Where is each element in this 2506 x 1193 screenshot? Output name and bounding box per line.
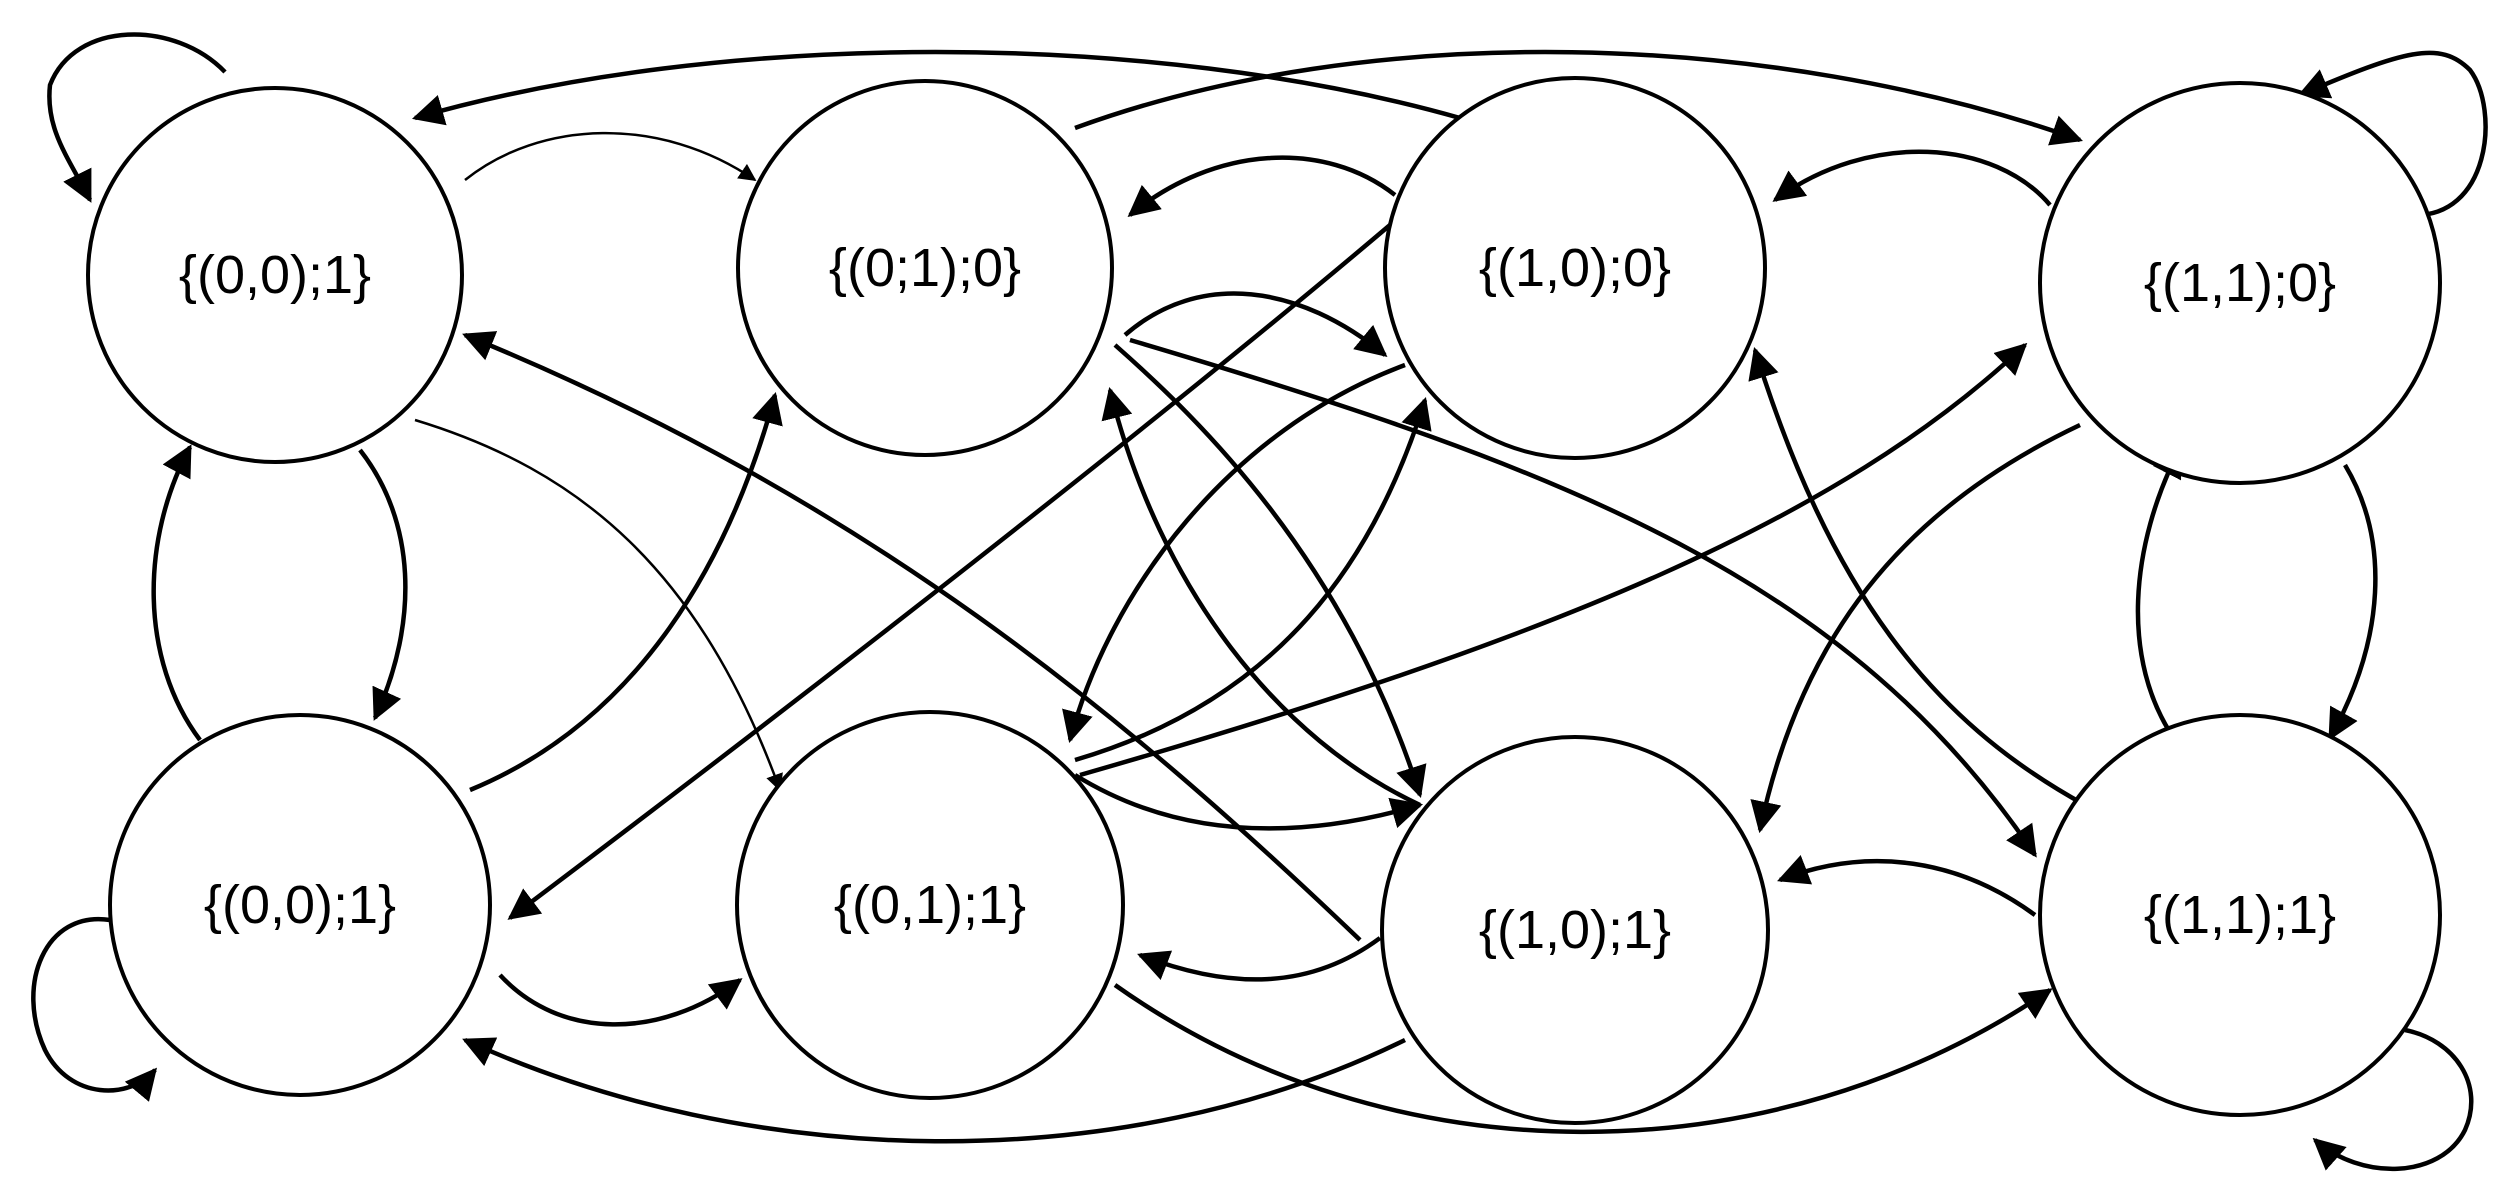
edge-01-1-to-11-0	[1079, 342, 2028, 778]
edge-00-1-top-to-00-1-bottom	[358, 448, 408, 721]
edge-00-1-bottom-to-01-1	[498, 973, 743, 1027]
state-label: {(1,0);1}	[1479, 900, 1671, 960]
edge-11-1-to-10-1	[1777, 855, 2037, 917]
transitions-layer	[31, 32, 2488, 1172]
edge-01-1-to-10-0	[1074, 396, 1432, 763]
edge-self-loop-11-1	[2312, 1027, 2474, 1172]
edge-self-loop-00-1-top	[47, 32, 227, 203]
states-layer: {(0,0);1} {(0;1);0} {(1,0);0} {(1,1);0} …	[86, 76, 2442, 1125]
edge-11-0-to-11-1	[2328, 463, 2378, 741]
edge-00-1-top-to-01-0	[464, 131, 757, 182]
edge-01-1-to-10-1	[1073, 773, 1424, 831]
state-node-00-1-top: {(0,0);1}	[86, 86, 464, 464]
edge-10-0-to-01-1	[1062, 362, 1406, 744]
edge-11-1-to-10-0	[1748, 346, 2087, 807]
edge-10-0-to-00-1-bottom	[507, 223, 1392, 920]
edge-00-1-bottom-to-00-1-top	[151, 444, 202, 742]
edge-11-1-to-11-0	[2135, 445, 2183, 742]
state-node-00-1-bottom: {(0,0);1}	[108, 713, 492, 1097]
edge-10-1-to-01-1	[1137, 936, 1382, 982]
state-node-01-0: {(0;1);0}	[736, 79, 1114, 457]
edge-01-0-to-10-1	[1113, 343, 1427, 799]
state-label: {(0;1);0}	[829, 238, 1021, 298]
edge-10-1-to-00-1-bottom	[462, 1037, 1406, 1144]
edge-01-1-to-11-1	[1113, 983, 2053, 1135]
state-node-11-0: {(1,1);0}	[2038, 81, 2442, 485]
state-node-10-0: {(1,0);0}	[1383, 76, 1767, 460]
edge-10-1-to-01-0	[1101, 386, 1421, 808]
edge-11-0-to-10-0	[1772, 149, 2052, 207]
edge-01-0-to-11-0	[1074, 49, 2083, 146]
edge-00-1-bottom-to-01-0	[469, 391, 783, 793]
state-label: {(1,1);0}	[2144, 253, 2336, 313]
state-label: {(0,1);1}	[834, 875, 1026, 935]
edge-00-1-top-to-01-1	[414, 418, 783, 792]
state-label: {(1,0);0}	[1479, 238, 1671, 298]
state-node-10-1: {(1,0);1}	[1380, 735, 1770, 1125]
state-label: {(0,0);1}	[204, 875, 396, 935]
edge-10-1-to-00-1-top	[462, 331, 1362, 942]
edge-self-loop-00-1-bottom	[31, 916, 158, 1102]
state-label: {(0,0);1}	[179, 245, 371, 305]
edge-10-0-to-00-1-top	[411, 49, 1461, 126]
edge-10-0-to-01-0	[1127, 155, 1397, 218]
state-node-01-1: {(0,1);1}	[735, 710, 1125, 1100]
edge-01-0-to-10-0	[1123, 291, 1388, 358]
state-node-11-1: {(1,1);1}	[2038, 713, 2442, 1117]
edge-11-0-to-10-1	[1750, 422, 2081, 834]
edge-01-0-to-11-1	[1129, 337, 2037, 858]
state-label: {(1,1);1}	[2144, 885, 2336, 945]
edge-self-loop-11-0	[2297, 50, 2488, 218]
